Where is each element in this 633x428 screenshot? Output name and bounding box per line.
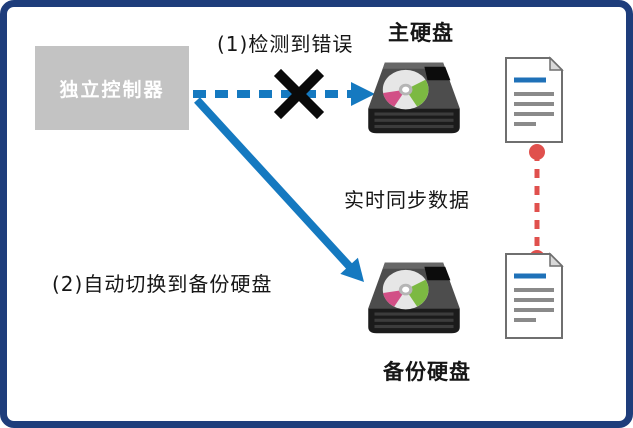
- controller-label: 独立控制器: [59, 78, 165, 101]
- backup-disk-icon: [368, 262, 460, 334]
- sync-link-line: [529, 144, 545, 266]
- step2-label: (2)自动切换到备份硬盘: [52, 272, 273, 296]
- failover-arrow: [194, 97, 364, 282]
- cd-disc-icon: [382, 69, 429, 110]
- primary-disk-label: 主硬盘: [388, 21, 454, 45]
- cd-disc-icon: [382, 269, 429, 310]
- step1-label: (1)检测到错误: [217, 32, 354, 56]
- primary-disk-icon: [368, 62, 460, 134]
- document-icon-top: [505, 56, 564, 143]
- error-path-arrow: [193, 82, 375, 106]
- error-x-icon: [273, 68, 325, 120]
- document-icon-bottom: [505, 252, 564, 339]
- sync-label: 实时同步数据: [344, 188, 470, 212]
- controller-box: 独立控制器: [35, 46, 189, 130]
- backup-disk-label: 备份硬盘: [383, 360, 471, 384]
